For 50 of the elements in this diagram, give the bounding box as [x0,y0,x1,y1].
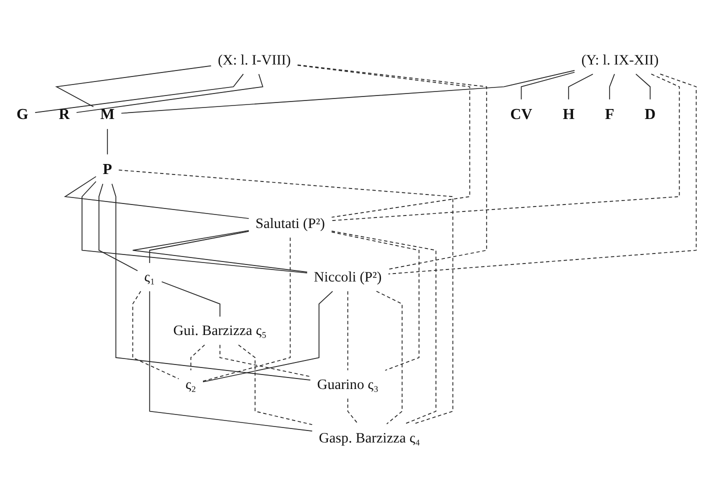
stemma-line [387,74,696,275]
stemma-line [346,398,358,425]
stemma-line [76,74,263,114]
manuscript-siglum: Niccoli (P²) [313,269,382,286]
manuscript-siglum: ς₂ [185,376,196,393]
stemma-line [148,291,312,432]
stemma-line [118,170,453,425]
stemma-line [111,184,310,382]
manuscript-siglum: H [562,106,574,123]
stemma-line [219,344,310,378]
stemma-line [63,176,249,220]
stemma-line [608,74,614,100]
stemma-line [330,231,436,425]
manuscript-siglum: Salutati (P²) [255,216,324,232]
stemma-line [148,231,249,264]
stemma-line [238,344,312,426]
stemma-line [160,282,220,318]
stemma-line [330,232,419,372]
stemma-line [634,74,650,100]
manuscript-siglum: (X: l. I-VIII) [217,52,290,68]
stemma-line [520,72,574,100]
stemma-line [330,74,680,222]
manuscript-siglum: Guarino ς₃ [316,376,378,393]
stemma-line [132,291,179,380]
stemma-line [568,74,593,100]
stemma-line [376,291,402,425]
manuscript-siglum: Gasp. Barzizza ς₄ [318,430,420,446]
manuscript-siglum: M [100,106,114,123]
stemma-line [54,66,211,108]
stemma-line [34,74,244,114]
manuscript-siglum: (Y: l. IX-XII) [580,52,658,68]
stemma-line [190,344,205,372]
manuscript-siglum: CV [510,106,532,123]
manuscript-siglum: Gui. Barzizza ς₅ [172,323,266,340]
stemma-line [120,70,574,114]
manuscript-siglum: P [102,160,112,178]
manuscript-siglum: R [58,106,70,123]
stemma-line [81,182,308,274]
stemma-line [202,291,333,383]
stemma-line [202,238,290,382]
manuscript-siglum: ς₁ [144,269,154,286]
stemma-line [296,65,470,218]
manuscript-siglum: G [16,106,28,123]
manuscript-siglum: D [644,106,656,123]
stemma-line [132,230,308,273]
manuscript-siglum: F [604,106,614,123]
stemma-line [296,64,487,270]
stemma-line [346,291,348,372]
stemma-line [106,129,108,156]
stemma-line [98,184,138,272]
